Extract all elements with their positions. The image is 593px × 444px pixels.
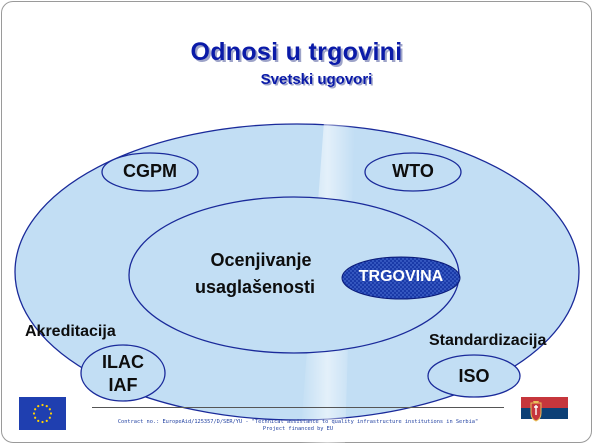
slide-title: Odnosi u trgovini	[190, 38, 403, 66]
trade-label: TRGOVINA	[358, 268, 444, 285]
wto-node	[364, 152, 462, 192]
iso-label: ISO	[458, 366, 490, 386]
trade-node	[341, 256, 461, 300]
cgpm-node	[101, 152, 199, 192]
ilac-label: ILAC	[102, 352, 144, 372]
standardization-label: Standardizacija	[429, 332, 547, 349]
conformity-label-line2: usaglašenosti	[194, 277, 316, 297]
cgpm-label: CGPM	[123, 161, 177, 181]
accreditation-label: Akreditacija	[25, 323, 116, 340]
ilac-iaf-node	[80, 344, 166, 402]
iso-node	[427, 354, 521, 398]
iaf-label: IAF	[108, 375, 138, 395]
footer-financing: Project financed by EU	[262, 426, 334, 432]
slide-subtitle: Svetski ugovori	[260, 71, 373, 88]
eu-flag-icon	[19, 397, 66, 430]
conformity-label-line1: Ocenjivanje	[210, 250, 312, 270]
wto-label: WTO	[392, 161, 434, 181]
footer-contract: Contract no.: EuropeAid/125357/D/SER/YU …	[117, 419, 479, 425]
footer-divider	[92, 407, 504, 408]
serbia-flag-icon	[521, 397, 568, 430]
